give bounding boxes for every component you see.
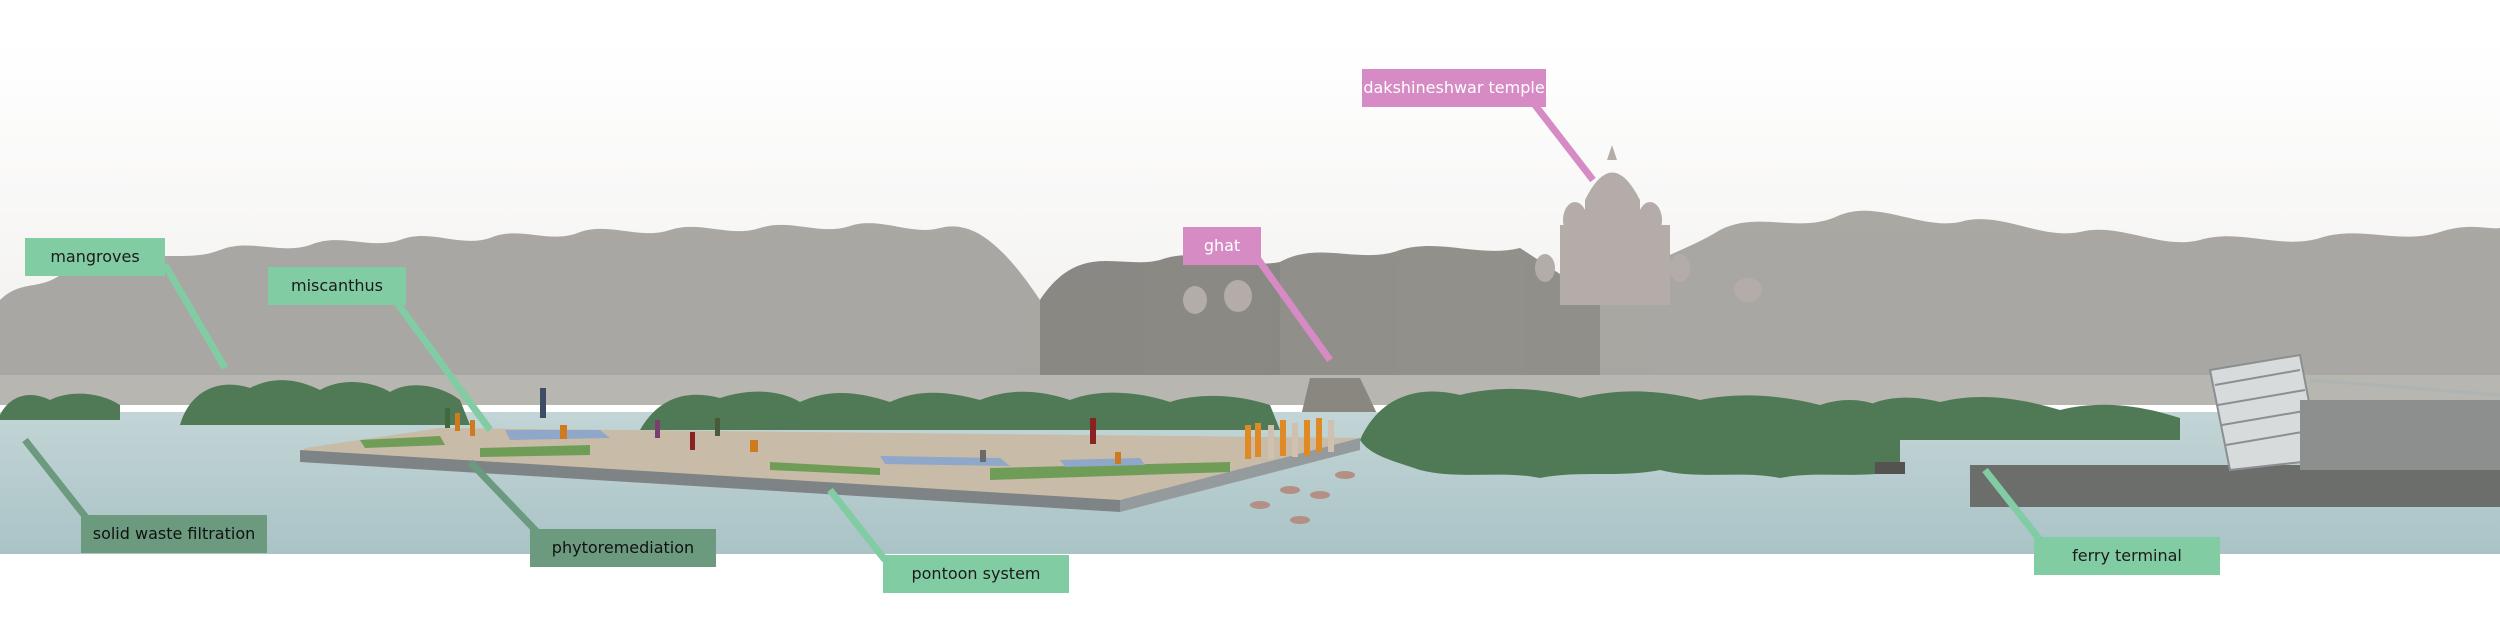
people-figures [445,388,1334,464]
temple-leader [1532,102,1596,183]
pontoon-edge [300,450,1120,512]
phytoremediation-leader [467,459,543,538]
stepping-stones [1250,471,1355,524]
ferry-terminal-structure [1875,353,2500,507]
ferry-terminal-label: ferry terminal [2034,537,2220,575]
mangroves-label: mangroves [25,238,165,276]
dakshineshwar-temple-label: dakshineshwar temple [1362,69,1546,107]
pontoon-system-leader [827,487,888,563]
ferry-terminal-leader [1982,467,2043,543]
ghat-steps [1300,378,1380,420]
miscanthus-leader [392,297,493,433]
phytoremediation-beds [360,436,1230,480]
temple-silhouette [1183,145,1762,314]
ghat-label: ghat [1183,227,1261,265]
background-trees [0,210,2500,400]
miscanthus-label: miscanthus [268,267,406,305]
leader-lines [22,102,2043,563]
ghat-leader [1252,252,1333,363]
solid-waste-filtration-label: solid waste filtration [81,515,267,553]
phytoremediation-label: phytoremediation [530,529,716,567]
mangroves-leader [161,263,229,370]
mangrove-foliage [0,380,2180,478]
solid-waste-filtration-leader [22,437,91,523]
pontoon-system-label: pontoon system [883,555,1069,593]
pontoon-edge-right [1120,438,1360,512]
blue-pools [505,430,1145,467]
